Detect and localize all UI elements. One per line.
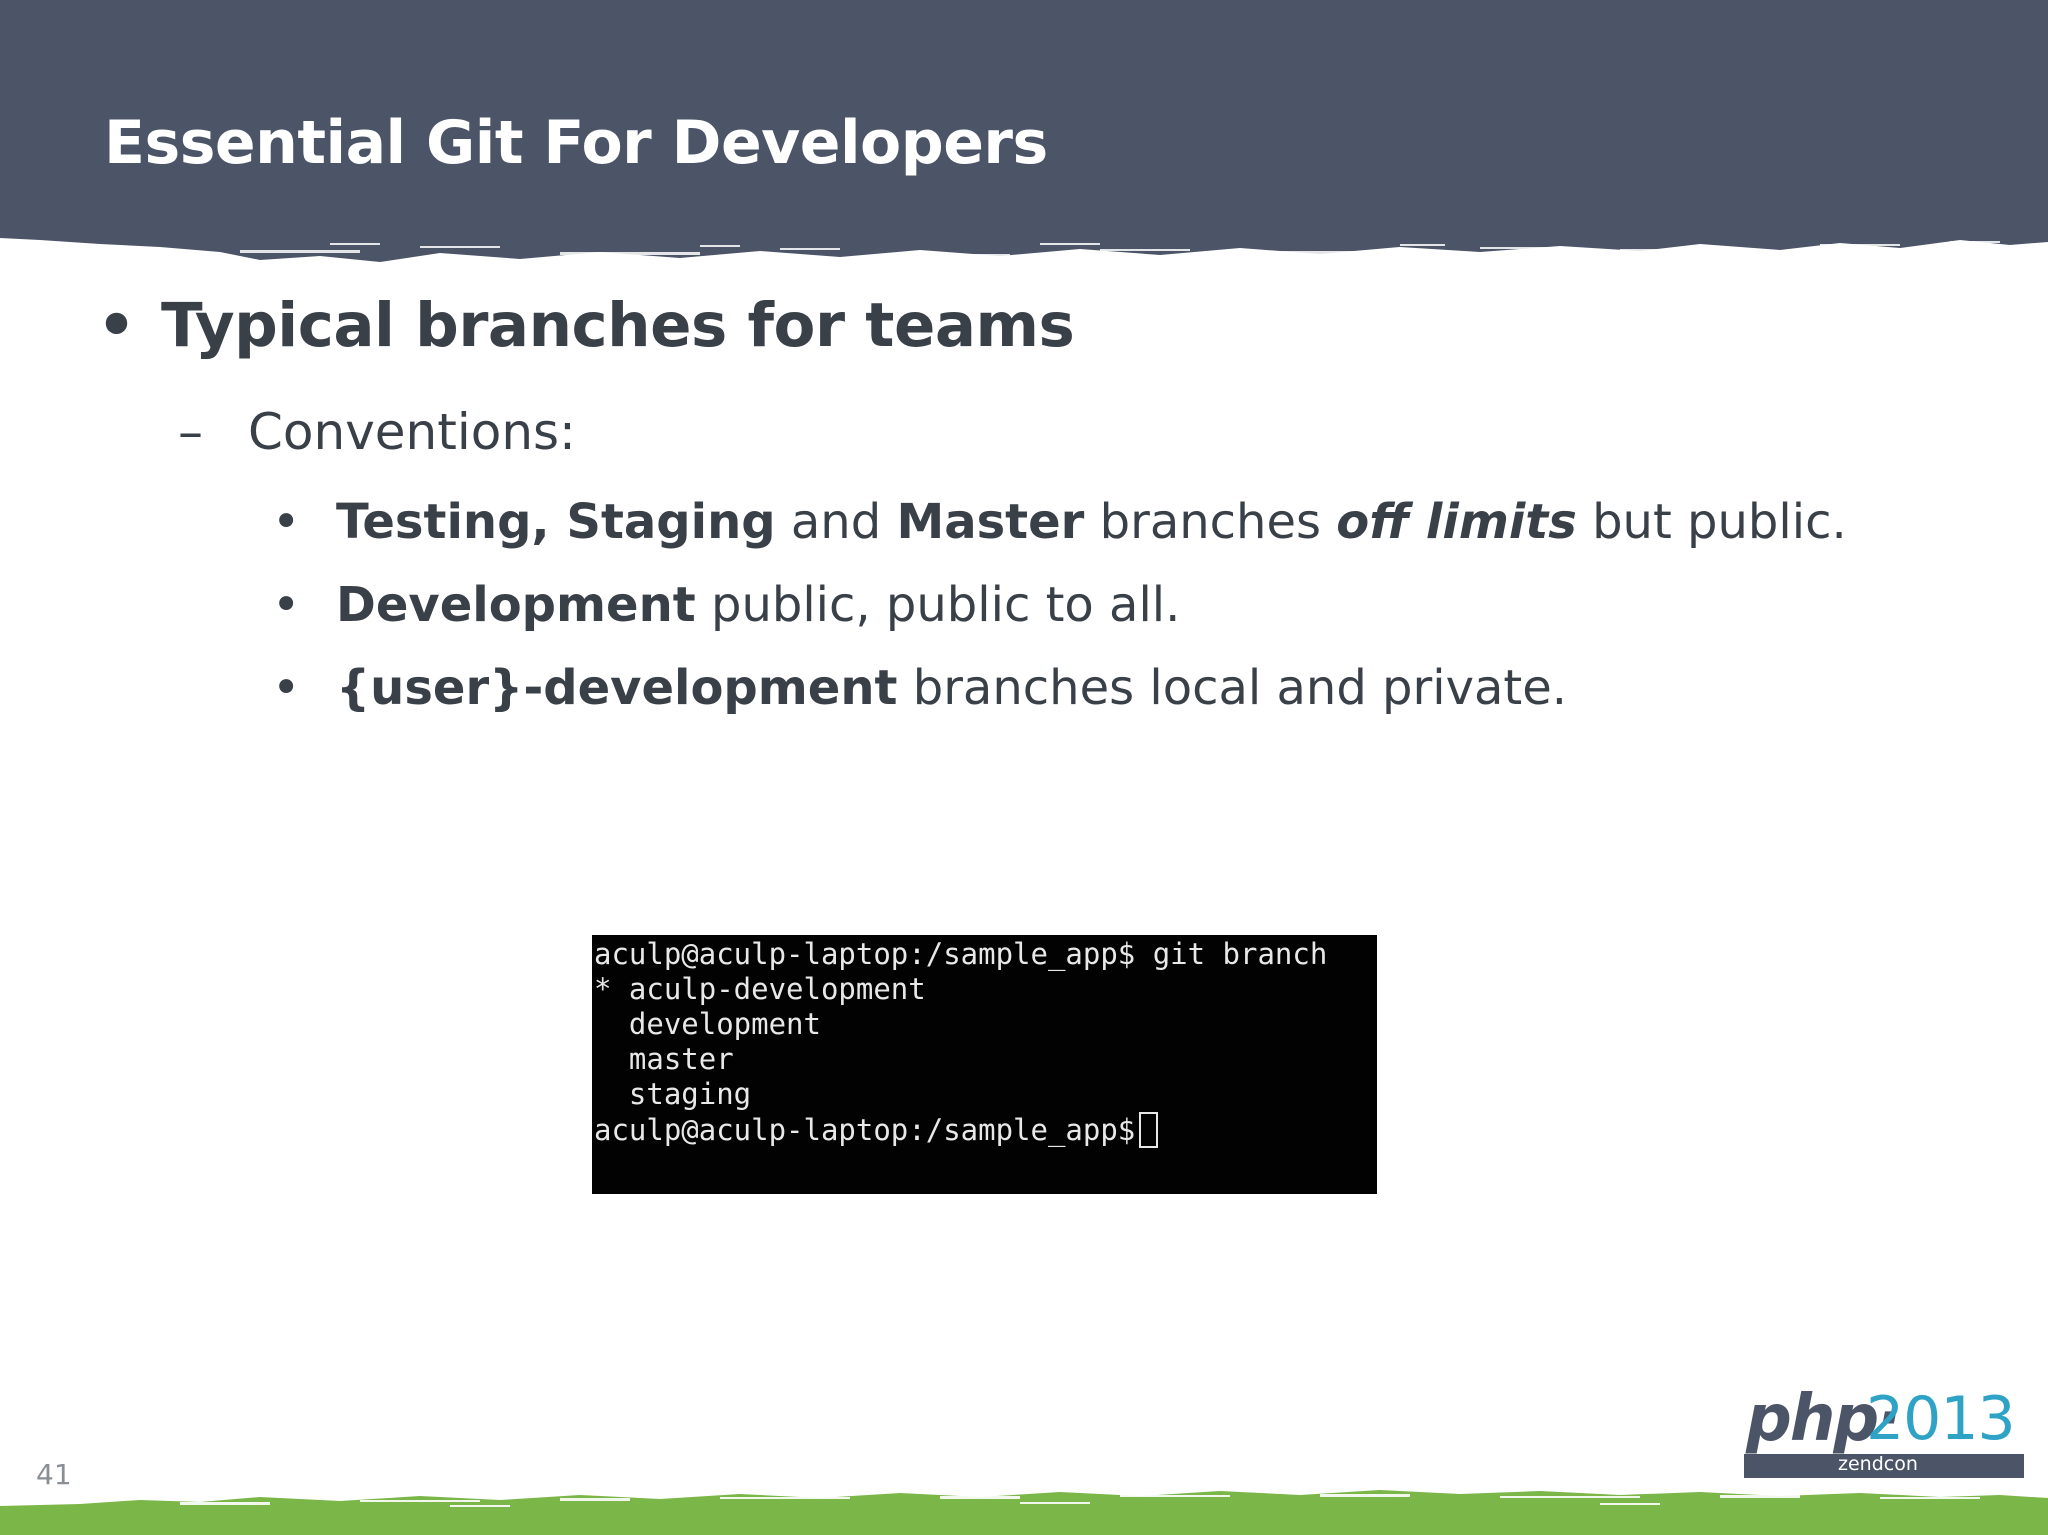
heading-bullet-text: Typical branches for teams [161, 290, 1075, 361]
bullet-dot: • [272, 660, 301, 716]
terminal-line: master [594, 1042, 734, 1076]
header-brush-band [0, 0, 2048, 262]
terminal-line: aculp@aculp-laptop:/sample_app$ git bran… [594, 937, 1328, 971]
terminal-line: development [594, 1007, 821, 1041]
sub-bullet-text: Conventions: [248, 403, 576, 461]
slide-title: Essential Git For Developers [104, 108, 1048, 178]
terminal-output: aculp@aculp-laptop:/sample_app$ git bran… [594, 937, 1327, 1148]
terminal-screenshot: aculp@aculp-laptop:/sample_app$ git bran… [592, 935, 1377, 1194]
text-run: Development [336, 577, 696, 633]
logo-year: 2013 [1866, 1384, 2016, 1454]
slide-number: 41 [36, 1458, 72, 1491]
logo-brand: php· [1746, 1382, 1902, 1456]
list-item-text: {user}-development branches local and pr… [336, 660, 1567, 716]
php-2013-zendcon-logo: php· 2013 zendcon [1742, 1382, 2024, 1480]
terminal-line: * aculp-development [594, 972, 926, 1006]
list-item-text: Testing, Staging and Master branches off… [336, 494, 1847, 550]
logo-subtitle: zendcon [1838, 1453, 1918, 1475]
bullet-dash: – [178, 403, 203, 461]
text-run: {user}-development [336, 660, 898, 716]
footer-brush-band [0, 1490, 2048, 1535]
bullet-dot: • [272, 494, 301, 550]
text-run: but public. [1576, 494, 1847, 550]
terminal-cursor [1139, 1112, 1159, 1148]
list-item-text: Development public, public to all. [336, 577, 1180, 633]
logo-dot: · [1877, 1382, 1901, 1456]
slide-header: Essential Git For Developers [0, 0, 2048, 262]
terminal-line: staging [594, 1077, 752, 1111]
text-run: Master [896, 494, 1085, 550]
text-run: branches local and private. [897, 660, 1568, 716]
text-run: and [775, 494, 897, 550]
logo-brand-text: php [1746, 1382, 1879, 1456]
logo-bar [1744, 1454, 2024, 1478]
text-run: public, public to all. [695, 577, 1181, 633]
bullet-dot: • [97, 290, 136, 361]
slide-footer [0, 1488, 2048, 1535]
text-run: branches [1084, 494, 1337, 550]
terminal-prompt: aculp@aculp-laptop:/sample_app$ [594, 1113, 1136, 1147]
text-run: off limits [1336, 494, 1577, 550]
text-run: Testing, Staging [336, 494, 776, 550]
bullet-dot: • [272, 577, 301, 633]
